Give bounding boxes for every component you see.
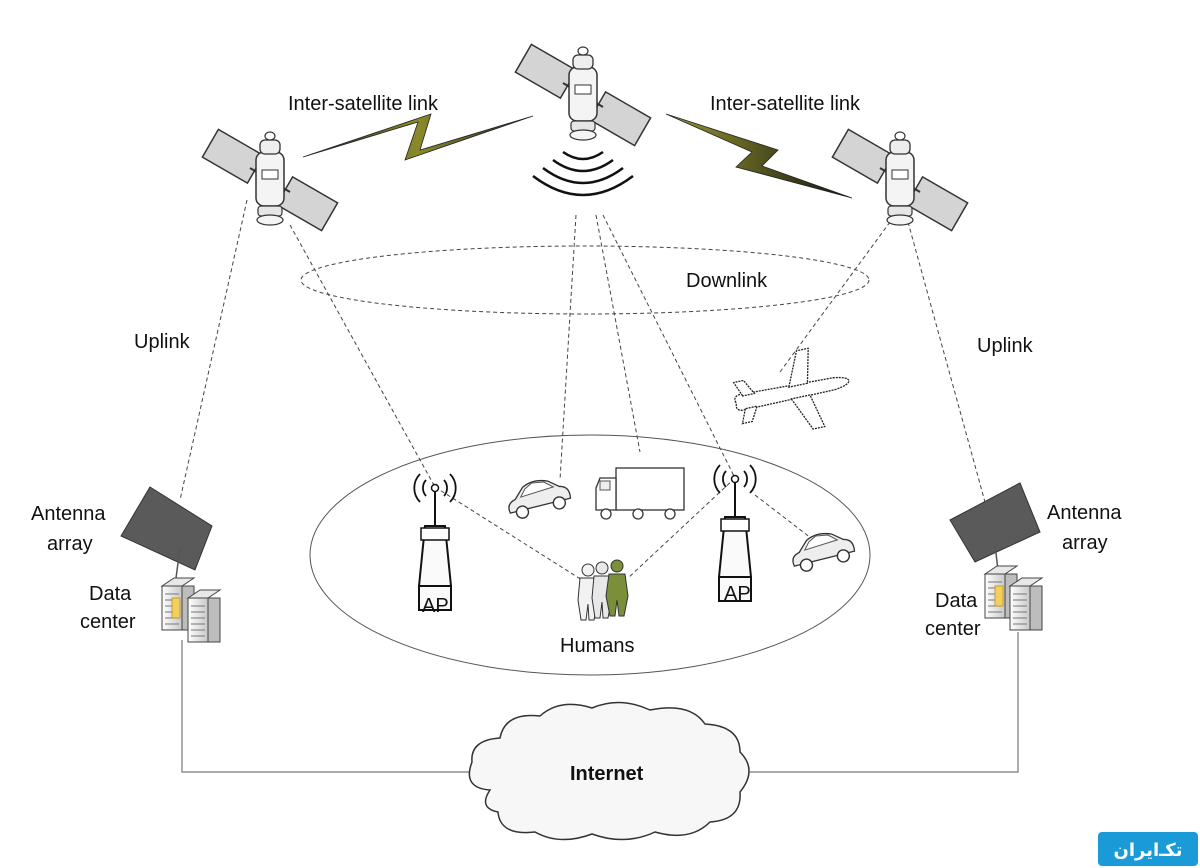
access-point-right-icon [713,464,757,602]
inter-satellite-link-left-label: Inter-satellite link [288,93,439,115]
data-center-right-icon [984,565,1043,631]
antenna-array-left-icon [120,486,213,579]
humans-label: Humans [560,635,634,657]
antenna-array-right-label-line2: array [1062,532,1108,554]
antenna-array-right-icon [949,482,1041,571]
car-icon-center [503,473,574,522]
inter-satellite-link-right-label: Inter-satellite link [710,93,861,115]
satellite-center [514,43,652,147]
dashed-links [179,199,986,586]
wire-left [181,640,483,773]
uplink-left-label: Uplink [134,331,191,353]
airplane-icon [732,347,850,430]
antenna-array-left-label-line1: Antenna [31,503,106,525]
signal-waves-icon [532,150,634,197]
data-center-left-label-line1: Data [89,583,132,605]
data-center-left-label-line2: center [80,611,136,633]
truck-icon [595,467,685,520]
data-center-left-icon [161,577,221,643]
wire-right [750,632,1019,773]
internet-label: Internet [570,763,644,785]
inter-satellite-link-left-bolt [302,113,534,161]
inter-satellite-link-right-bolt [665,113,853,199]
data-center-right-label-line2: center [925,618,981,640]
antenna-array-right-label-line1: Antenna [1047,502,1122,524]
access-point-left-label: AP [422,595,449,617]
humans-icon [577,559,629,621]
access-point-right-label: AP [724,583,751,605]
satellite-left [201,128,339,232]
data-center-right-label-line1: Data [935,590,978,612]
antenna-array-left-label-line2: array [47,533,93,555]
watermark-logo: تکـ‌ایران [1098,832,1198,866]
watermark-text: تکـ‌ایران [1113,840,1182,861]
access-point-left-icon [413,473,457,611]
car-icon-right [787,526,858,575]
internet-cloud-icon [468,701,750,841]
ground-coverage-ellipse [309,434,871,676]
downlink-coverage-ellipse [300,245,870,315]
uplink-right-label: Uplink [977,335,1034,357]
satellite-right [831,128,969,232]
downlink-label: Downlink [686,270,768,292]
